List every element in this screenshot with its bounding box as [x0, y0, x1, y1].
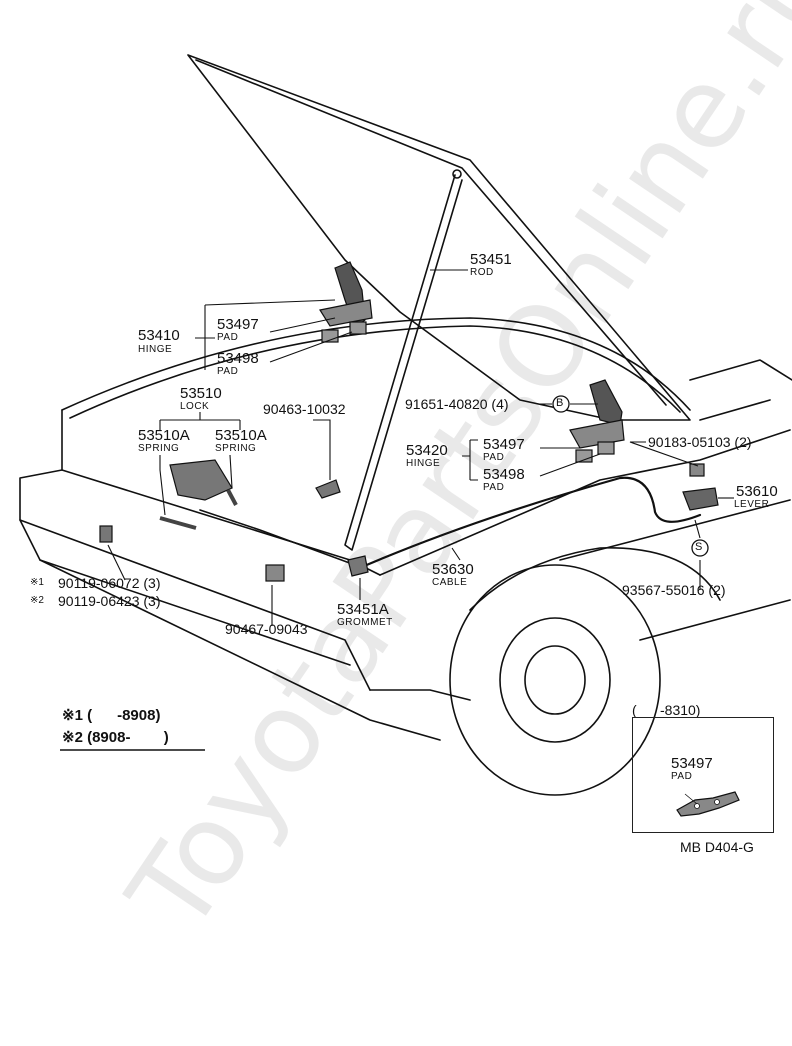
bolt-90463-number: 90463-10032	[263, 401, 346, 417]
fender-line-3	[639, 599, 791, 641]
lock-cable	[199, 509, 356, 566]
right-hinge-plate	[569, 419, 625, 449]
leader-spring-2	[229, 454, 233, 489]
lock-name: LOCK	[180, 401, 210, 412]
leader-bolt-left	[107, 544, 126, 581]
bolt-ref2-number: 90119-06423 (3)	[58, 593, 161, 609]
marker-s-label: S	[695, 541, 703, 553]
grommet-name: GROMMET	[337, 617, 393, 628]
legend-line-1: ※1 ( -8908)	[62, 707, 161, 724]
screw-93567-number: 93567-55016 (2)	[622, 582, 726, 598]
rod-top-end	[452, 169, 462, 179]
spring-2-name: SPRING	[215, 443, 257, 454]
clip-90183-number: 90183-05103 (2)	[648, 434, 752, 450]
hinge-right-number: 53420	[406, 442, 448, 459]
lock-body	[169, 459, 233, 501]
right-hinge-shape	[589, 379, 623, 426]
clip-90467-shape	[265, 564, 285, 582]
marker-b-label: B	[556, 397, 564, 409]
opening-inner-edge	[69, 325, 681, 419]
release-cable	[353, 476, 702, 572]
hinge-right-name: HINGE	[406, 458, 441, 469]
legend-line-2: ※2 (8908- )	[62, 729, 169, 746]
clip-90183-shape	[689, 463, 705, 477]
wheel-hub	[524, 645, 586, 715]
bolt-ref1-mark: ※1	[30, 577, 44, 588]
legend-underline	[60, 749, 205, 751]
figure-code: MB D404-G	[680, 839, 754, 855]
a-pillar-2	[699, 399, 771, 421]
lock-number: 53510	[180, 385, 222, 402]
hood-panel-outline	[187, 54, 691, 421]
inset-pad-shape	[676, 791, 740, 817]
wheel-inner	[499, 617, 611, 743]
hinge-left-name: HINGE	[138, 344, 173, 355]
cable-name: CABLE	[432, 577, 468, 588]
leader-lock	[159, 412, 241, 430]
pad-left-lower-number: 53498	[217, 350, 259, 367]
leader-spring-1	[159, 455, 166, 516]
pad-left-lower-name: PAD	[217, 366, 239, 377]
bolt-ref2-mark: ※2	[30, 595, 44, 606]
cable-number: 53630	[432, 561, 474, 578]
a-pillar	[689, 359, 792, 381]
spring-1-number: 53510A	[138, 427, 190, 444]
clip-90463-shape	[315, 479, 341, 499]
leader-pad-left-lower	[269, 331, 353, 363]
body-right-lower	[369, 689, 471, 701]
pad-left-upper-number: 53497	[217, 316, 259, 333]
bolt-ref1-number: 90119-06072 (3)	[58, 575, 161, 591]
lever-shape	[682, 487, 719, 511]
leader-hinge-right	[462, 439, 478, 481]
rod-number: 53451	[470, 251, 512, 268]
opening-edge	[61, 317, 691, 411]
pad-right-upper-number: 53497	[483, 436, 525, 453]
leader-90183	[629, 441, 699, 467]
marker-s-circle	[691, 539, 709, 557]
spring-2-number: 53510A	[215, 427, 267, 444]
spring-1	[159, 516, 197, 530]
grommet-shape	[347, 555, 369, 577]
inset-range: ( -8310)	[632, 702, 701, 718]
pad-right-upper-name: PAD	[483, 452, 505, 463]
left-pad-2	[349, 321, 367, 335]
pad-right-lower-name: PAD	[483, 482, 505, 493]
right-pad-2	[597, 441, 615, 455]
inset-pad-number: 53497	[671, 755, 713, 772]
bumper-lower-line	[39, 559, 351, 666]
pad-right-lower-number: 53498	[483, 466, 525, 483]
fender-line-2	[559, 499, 791, 561]
spring-1-name: SPRING	[138, 443, 180, 454]
marker-b-circle	[552, 395, 570, 413]
inset-box: 53497 PAD	[632, 717, 774, 833]
leader-cable	[451, 547, 461, 561]
support-rod	[344, 174, 463, 551]
hood-panel-inner-edge	[195, 59, 667, 406]
leader-hinge-left	[195, 299, 336, 370]
bolt-left-shape	[99, 525, 113, 543]
fender-line	[469, 547, 721, 611]
bolt-91651-number: 91651-40820 (4)	[405, 396, 509, 412]
grommet-number: 53451A	[337, 601, 389, 618]
bumper-line	[19, 519, 371, 691]
leader-pad-right-lower	[539, 453, 601, 477]
left-hinge-plate	[319, 299, 373, 327]
rod-name: ROD	[470, 267, 494, 278]
clip-90467-number: 90467-09043	[225, 621, 308, 637]
lever-name: LEVER	[734, 499, 770, 510]
right-pad-1	[575, 449, 593, 463]
spring-2	[226, 489, 238, 506]
lever-number: 53610	[736, 483, 778, 500]
wheel-outer	[449, 564, 661, 796]
leader-pad-left-upper	[269, 317, 336, 333]
body-right-side	[379, 429, 791, 576]
inset-pad-name: PAD	[671, 771, 693, 782]
leader-90463	[313, 419, 331, 480]
leader-93567	[694, 519, 701, 590]
pad-left-upper-name: PAD	[217, 332, 239, 343]
hinge-left-number: 53410	[138, 327, 180, 344]
